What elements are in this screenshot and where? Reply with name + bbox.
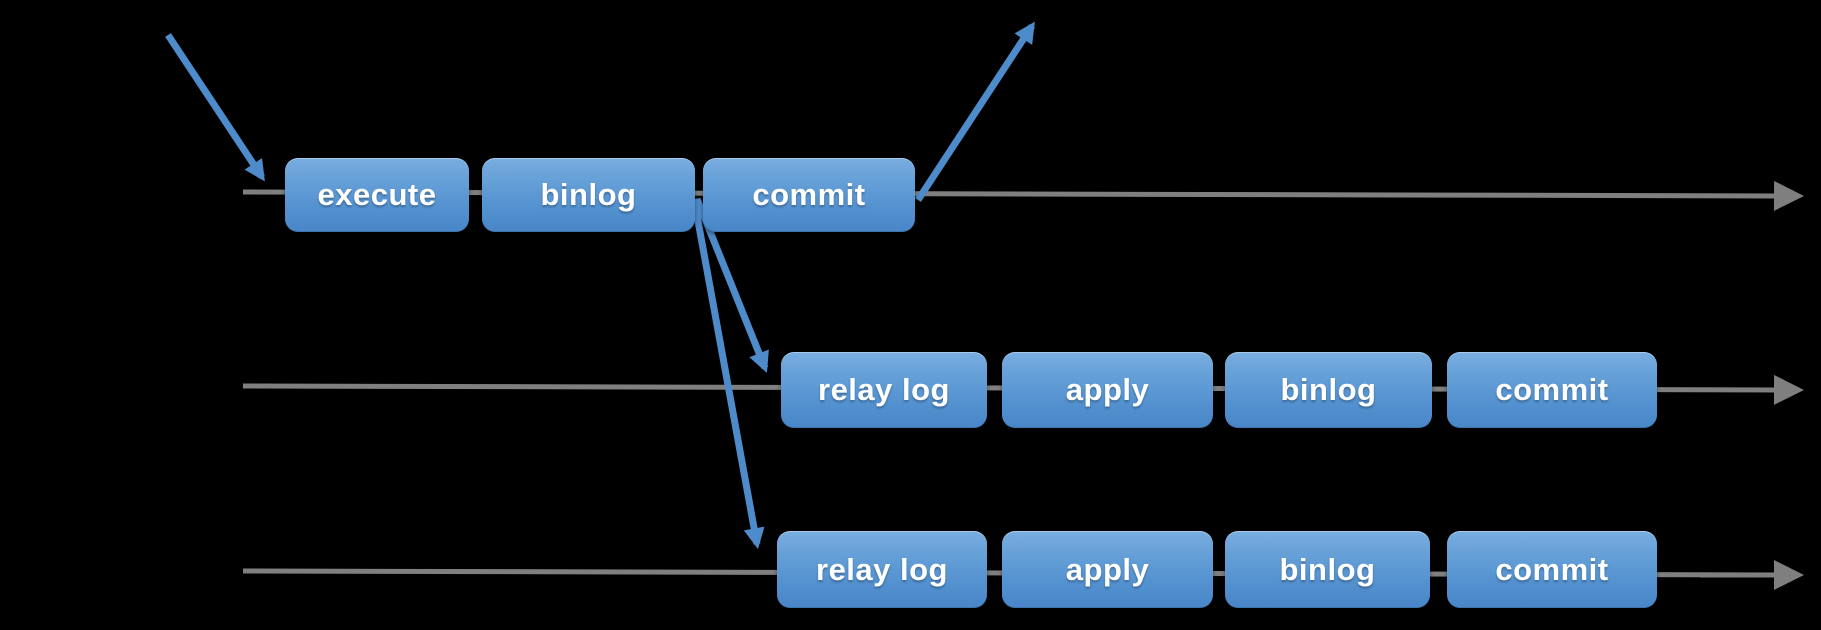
commit-response-arrow-icon (915, 21, 1035, 202)
step-box-apply-replica2: apply (1002, 531, 1213, 608)
incoming-transaction-arrow-icon (165, 33, 265, 182)
step-box-binlog-replica2: binlog (1225, 531, 1430, 608)
step-box-relay-log-replica1: relay log (781, 352, 987, 428)
master-timeline-arrow (242, 180, 1804, 211)
step-box-binlog-replica1: binlog (1225, 352, 1432, 428)
step-box-commit-replica1: commit (1447, 352, 1657, 428)
step-box-commit-master: commit (703, 158, 915, 232)
step-box-relay-log-replica2: relay log (777, 531, 987, 608)
step-box-binlog-master: binlog (482, 158, 695, 232)
binlog-stream-to-replica2-arrow-icon (690, 198, 765, 550)
step-box-execute: execute (285, 158, 469, 232)
step-box-apply-replica1: apply (1002, 352, 1213, 428)
step-box-commit-replica2: commit (1447, 531, 1657, 608)
